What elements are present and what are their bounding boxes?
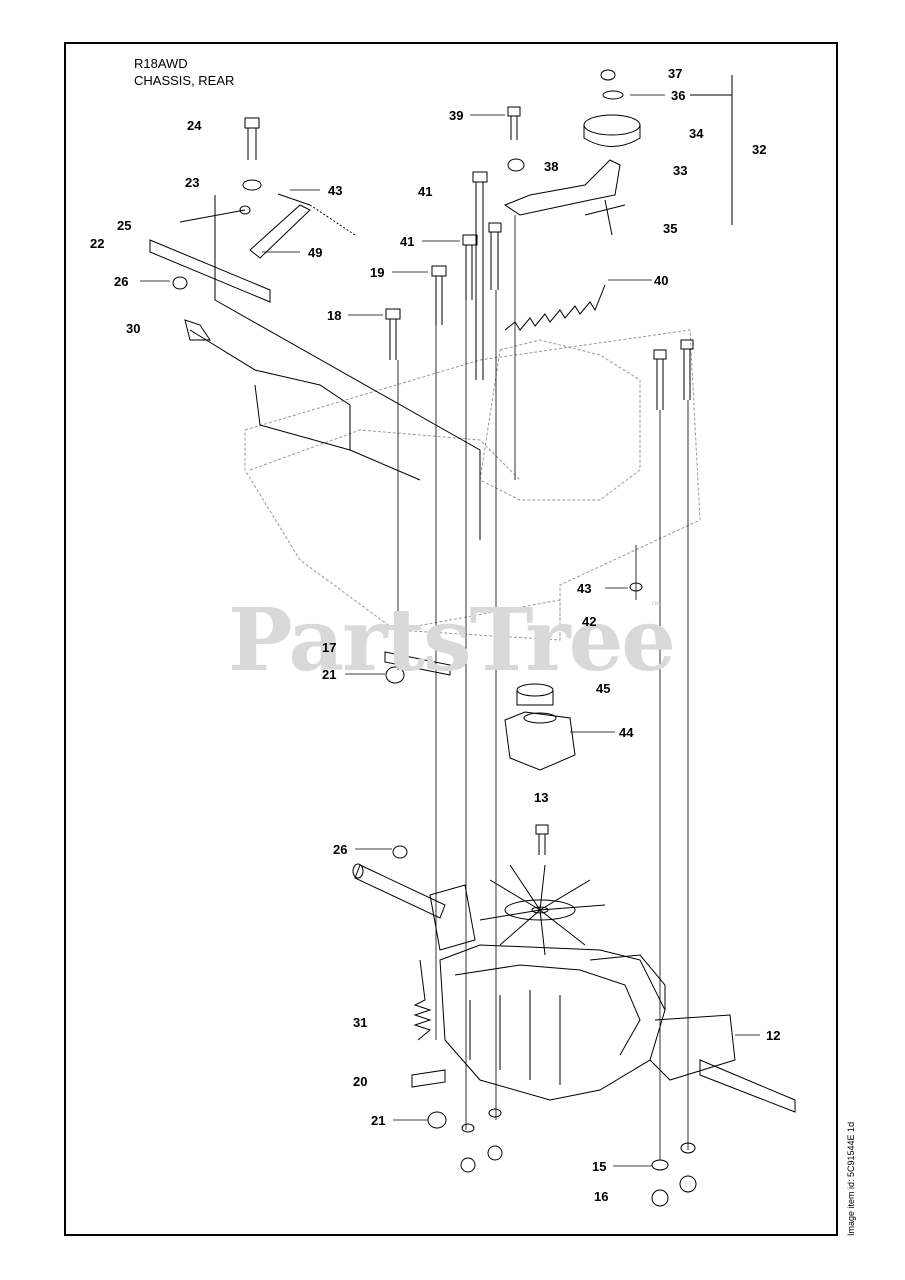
callout-42: 42	[582, 614, 597, 629]
diagram-frame	[64, 42, 838, 1236]
callout-22: 22	[90, 236, 105, 251]
section-title: CHASSIS, REAR	[134, 73, 235, 88]
group-bracket	[690, 75, 733, 225]
pump-housing	[429, 884, 476, 951]
callout-24: 24	[187, 118, 202, 133]
spacer-plate	[384, 651, 451, 676]
callout-32: 32	[752, 142, 767, 157]
callout-49: 49	[308, 245, 323, 260]
model-label: R18AWD	[134, 56, 188, 71]
callout-25: 25	[117, 218, 132, 233]
chassis-frame	[244, 329, 701, 641]
callout-36: 36	[671, 88, 686, 103]
callout-21-lower: 21	[371, 1113, 386, 1128]
callout-34: 34	[689, 126, 704, 141]
callout-39: 39	[449, 108, 464, 123]
callout-18: 18	[327, 308, 342, 323]
callout-13: 13	[534, 790, 549, 805]
callout-23: 23	[185, 175, 200, 190]
callout-35: 35	[663, 221, 678, 236]
callout-33: 33	[673, 163, 688, 178]
callout-43-top: 43	[328, 183, 343, 198]
transaxle	[439, 944, 736, 1101]
callout-12: 12	[766, 1028, 781, 1043]
watermark-trademark: ™	[650, 600, 661, 612]
axle-shaft	[352, 863, 796, 1113]
leader-lines	[140, 94, 760, 1167]
nuts-and-washers	[172, 158, 697, 1207]
callout-41-lower: 41	[400, 234, 415, 249]
callout-41-upper: 41	[418, 184, 433, 199]
control-rods	[149, 195, 481, 540]
callout-17: 17	[322, 640, 337, 655]
callout-30: 30	[126, 321, 141, 336]
bolts	[244, 106, 694, 855]
tension-spring	[504, 284, 606, 331]
callout-15: 15	[592, 1159, 607, 1174]
callout-19: 19	[370, 265, 385, 280]
guide-lines	[397, 215, 689, 1160]
bracket-arm	[503, 159, 626, 236]
watermark: PartsTree	[228, 590, 676, 691]
callout-45: 45	[596, 681, 611, 696]
callout-20: 20	[353, 1074, 368, 1089]
callout-44: 44	[619, 725, 634, 740]
callout-37: 37	[668, 66, 683, 81]
callout-21-upper: 21	[322, 667, 337, 682]
callout-31: 31	[353, 1015, 368, 1030]
return-spring	[411, 959, 446, 1088]
callout-43-lower: 43	[577, 581, 592, 596]
callout-26-top: 26	[114, 274, 129, 289]
image-id-label: Image item id: 5C91544E 1d	[846, 1121, 856, 1236]
callout-16: 16	[594, 1189, 609, 1204]
callout-26-lower: 26	[333, 842, 348, 857]
callout-40: 40	[654, 273, 669, 288]
idler-pulley	[583, 69, 641, 147]
cooling-fan	[479, 864, 606, 956]
linkage-parts	[179, 193, 356, 259]
filter-unit	[504, 683, 576, 771]
callout-38: 38	[544, 159, 559, 174]
